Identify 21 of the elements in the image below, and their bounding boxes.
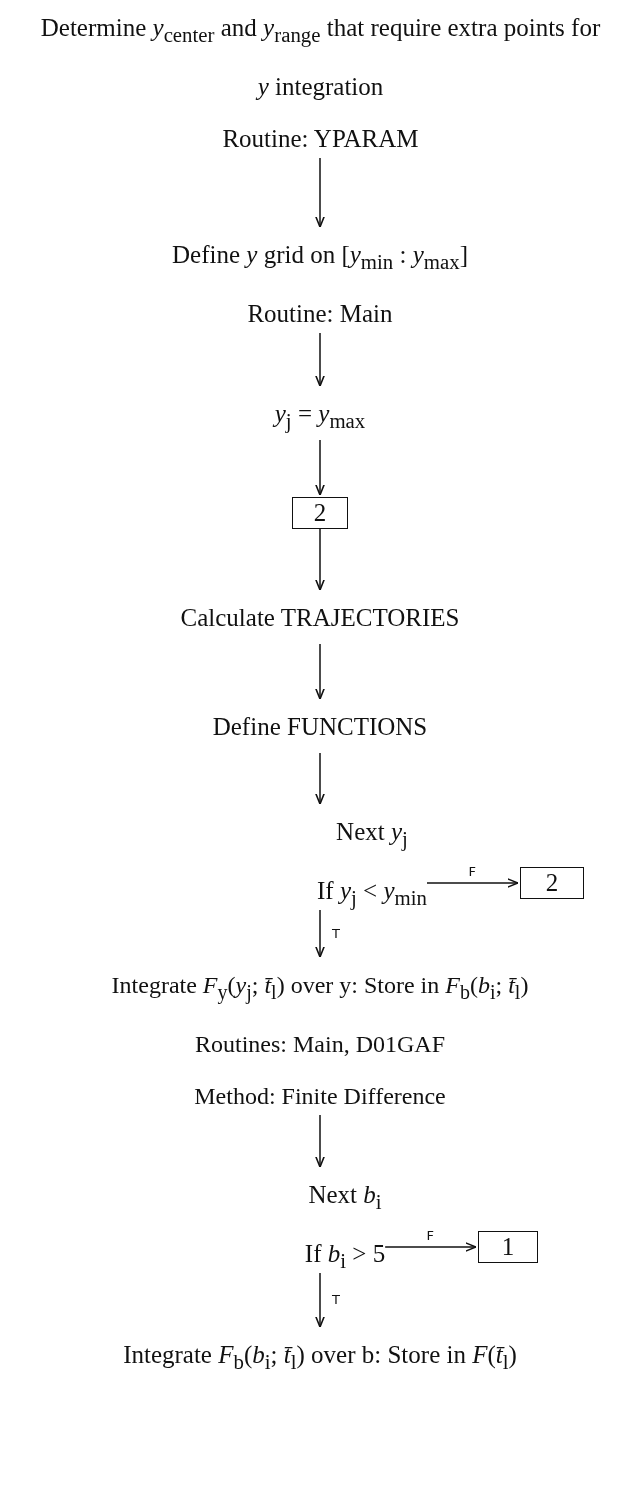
step-text: Calculate TRAJECTORIES — [180, 603, 460, 633]
edge-label: F — [424, 1228, 437, 1243]
routine-text: Routines: Main, D01GAF — [194, 1029, 446, 1059]
edge-label: T — [330, 1292, 342, 1307]
routine-text: Routine: YPARAM — [221, 124, 420, 154]
routine-text: If y$_{j}$ < y$_{min}$ — [317, 876, 427, 912]
connector-box: 2 — [520, 867, 584, 899]
edge-label: F — [466, 864, 478, 879]
method-text: Method: Finite Difference — [193, 1081, 447, 1111]
step-text: Determine y$_{center}$ and y$_{range}$ that require extra points for y integration — [40, 13, 601, 102]
step-text: Next b$_{i}$ — [307, 1180, 383, 1216]
step-text: Integrate F$_{y}$(y$_{j}$; t̄$_{l}$) over y: Store in F$_{b}$(b$_{i}$; t̄$_{l}$) — [111, 971, 529, 1006]
step-text: Define FUNCTIONS — [212, 712, 428, 742]
connector-box: 1 — [478, 1231, 538, 1263]
step-text: Integrate F$_{b}$(b$_{i}$; t̄$_{l}$) over b: Store in F(t̄$_{l}$) — [123, 1340, 517, 1376]
step-text: Next y$_{j}$ — [335, 817, 409, 853]
connector-box: 2 — [292, 497, 348, 529]
step-text: Define y grid on [y$_{min}$ : y$_{max}$] — [172, 240, 468, 276]
step-text: y$_{j}$ = y$_{max}$ — [274, 399, 366, 435]
routine-text: If b$_{i}$ > 5 — [304, 1239, 386, 1275]
routine-text: Routine: Main — [246, 299, 394, 329]
